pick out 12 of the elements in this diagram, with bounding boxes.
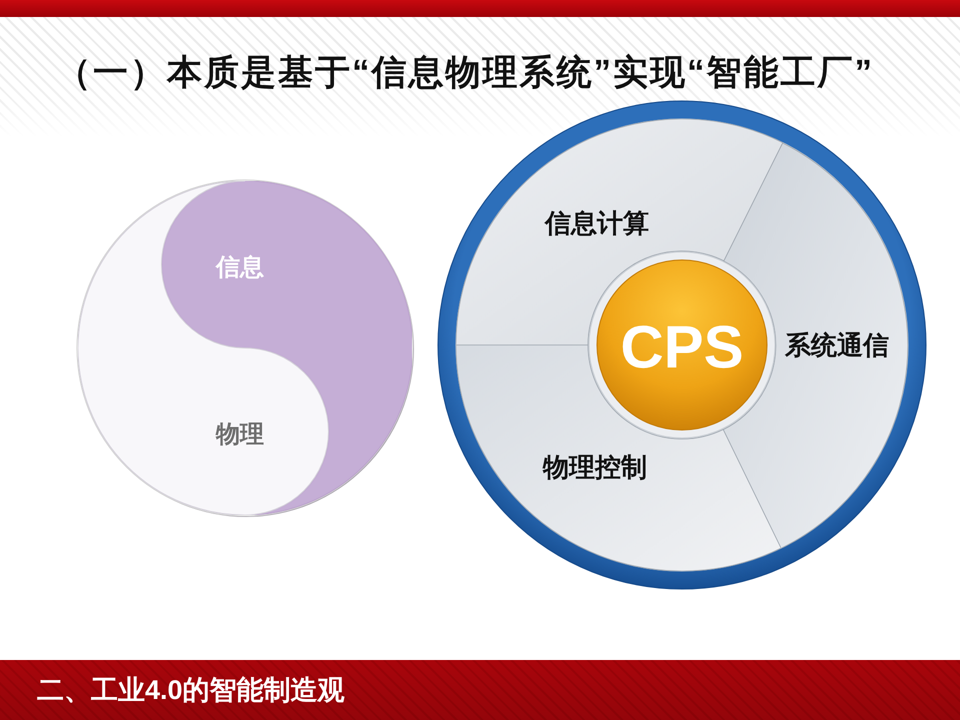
yin-yang-half <box>78 181 328 515</box>
hub-label: CPS <box>620 312 744 382</box>
yin-yang-half <box>162 181 412 515</box>
half-label: 信息 <box>216 254 264 282</box>
sector-label: 系统通信 <box>784 331 889 361</box>
cps-wheel <box>437 100 927 590</box>
yin-yang-circle <box>75 178 415 518</box>
sector-label: 信息计算 <box>545 209 649 239</box>
section-caption: 二、工业4.0的智能制造观 <box>37 674 345 706</box>
half-label: 物理 <box>216 420 264 448</box>
sector-label: 物理控制 <box>543 453 647 483</box>
slide-title: （一）本质是基于“信息物理系统”实现“智能工厂” <box>56 52 874 94</box>
